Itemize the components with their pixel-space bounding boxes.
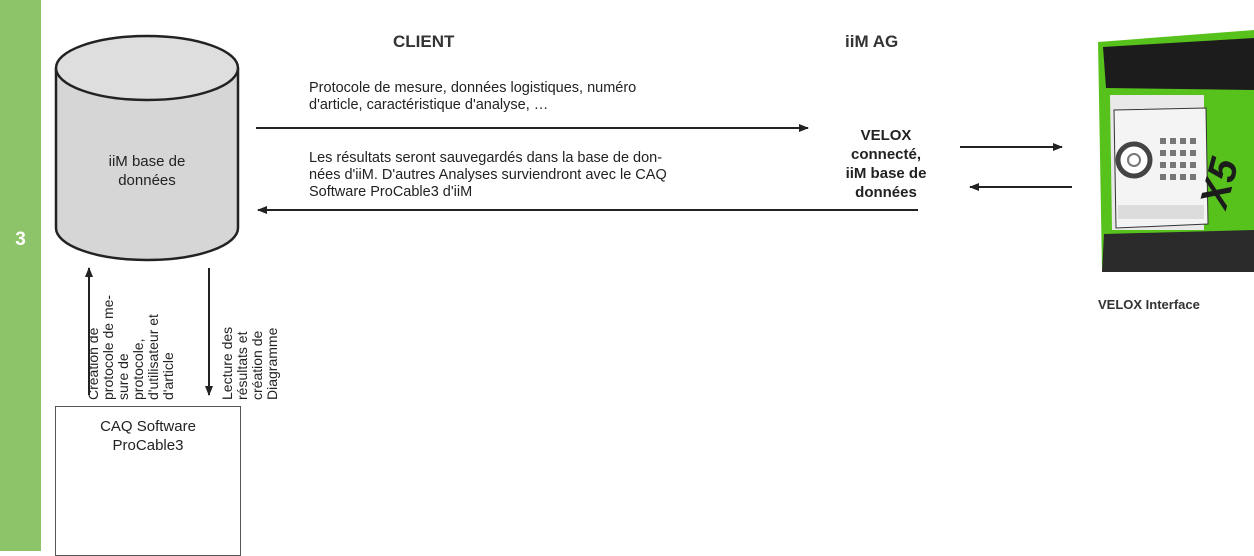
vertical-label-read-results: Lecture des résultats et création de Dia… [219, 326, 280, 400]
caq-software-box: CAQ Software ProCable3 [55, 406, 241, 556]
device-caption: VELOX Interface [1098, 297, 1200, 312]
database-cylinder [54, 34, 240, 262]
velox-device-image: X5 [1098, 30, 1254, 272]
caq-software-label: CAQ Software ProCable3 [100, 418, 196, 454]
message-to-velox: Protocole de mesure, données logistiques… [309, 80, 637, 113]
database-label: iiM base de données [108, 153, 186, 189]
iim-header: iiM AG [845, 32, 899, 51]
step-number: 3 [15, 229, 26, 250]
step-sidebar [0, 0, 41, 551]
client-header: CLIENT [393, 32, 455, 51]
vertical-label-create-protocol: Création de protocole de me- sure de pro… [85, 294, 176, 400]
velox-connected-label: VELOX connecté, iiM base de données [845, 127, 927, 201]
message-to-database: Les résultats seront sauvegardés dans la… [309, 150, 667, 200]
